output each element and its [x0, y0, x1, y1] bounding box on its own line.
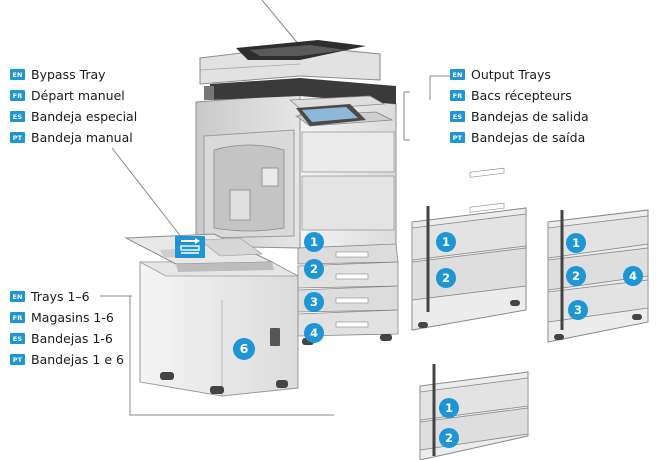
label-text: Bandejas de saída — [471, 130, 586, 145]
label-text: Bandeja manual — [31, 130, 133, 145]
callout-number: 1 — [572, 236, 580, 250]
callout-number: 2 — [445, 431, 453, 445]
trays-label-pt: PT Bandejas 1 e 6 — [10, 349, 124, 370]
language-badge: ES — [450, 111, 465, 122]
leader-lines — [100, 0, 452, 416]
callout-number: 4 — [310, 326, 318, 340]
language-badge: FR — [450, 90, 465, 101]
callout-number: 2 — [442, 271, 450, 285]
bypass-tray-label-es: ES Bandeja especial — [10, 106, 137, 127]
bypass-tray-label-pt: PT Bandeja manual — [10, 127, 137, 148]
callout-number: 1 — [442, 235, 450, 249]
callout-number: 3 — [310, 295, 318, 309]
callout-layer: 1 2 3 4 6 1 2 1 2 3 4 1 2 — [233, 232, 643, 448]
callout-number: 4 — [629, 269, 637, 283]
callout-option-b-3: 3 — [568, 300, 588, 320]
tray-option-a — [411, 167, 527, 331]
language-badge: EN — [450, 69, 465, 80]
label-text: Output Trays — [471, 67, 551, 82]
label-text: Bandejas 1-6 — [31, 331, 113, 346]
callout-option-b-2: 2 — [566, 266, 586, 286]
language-badge: ES — [10, 333, 25, 344]
label-text: Bandejas 1 e 6 — [31, 352, 124, 367]
callout-number: 6 — [240, 341, 249, 356]
callout-option-b-1: 1 — [566, 233, 586, 253]
callout-number: 3 — [574, 303, 582, 317]
language-badge: ES — [10, 111, 25, 122]
language-badge: FR — [10, 90, 25, 101]
label-text: Magasins 1-6 — [31, 310, 114, 325]
bypass-tray-label-en: EN Bypass Tray — [10, 64, 137, 85]
callout-tray-6: 6 — [233, 338, 255, 360]
callout-option-a-2: 2 — [436, 268, 456, 288]
tray-option-c — [419, 364, 529, 460]
language-badge: PT — [450, 132, 465, 143]
label-text: Bandeja especial — [31, 109, 138, 124]
language-badge: PT — [10, 132, 25, 143]
bypass-tray-label-fr: FR Départ manuel — [10, 85, 137, 106]
callout-main-tray-1: 1 — [304, 232, 324, 252]
callout-number: 1 — [445, 401, 453, 415]
callout-number: 2 — [310, 262, 318, 276]
output-trays-label-en: EN Output Trays — [450, 64, 589, 85]
trays-label-fr: FR Magasins 1-6 — [10, 307, 124, 328]
language-badge: PT — [10, 354, 25, 365]
callout-option-b-4: 4 — [623, 266, 643, 286]
output-trays-label-es: ES Bandejas de salida — [450, 106, 589, 127]
label-text: Bandejas de salida — [471, 109, 589, 124]
language-badge: FR — [10, 312, 25, 323]
label-text: Départ manuel — [31, 88, 125, 103]
trays-label-es: ES Bandejas 1-6 — [10, 328, 124, 349]
callout-option-c-1: 1 — [439, 398, 459, 418]
callout-option-c-2: 2 — [439, 428, 459, 448]
callout-main-tray-4: 4 — [304, 323, 324, 343]
callout-number: 2 — [572, 269, 580, 283]
callout-number: 1 — [310, 235, 318, 249]
language-badge: EN — [10, 291, 25, 302]
callout-option-a-1: 1 — [436, 232, 456, 252]
label-text: Trays 1–6 — [31, 289, 90, 304]
callout-main-tray-2: 2 — [304, 259, 324, 279]
output-trays-label-fr: FR Bacs récepteurs — [450, 85, 589, 106]
main-printer — [124, 40, 399, 397]
output-trays-label-pt: PT Bandejas de saída — [450, 127, 589, 148]
label-text: Bypass Tray — [31, 67, 106, 82]
language-badge: EN — [10, 69, 25, 80]
trays-label-en: EN Trays 1–6 — [10, 286, 124, 307]
callout-main-tray-3: 3 — [304, 292, 324, 312]
label-text: Bacs récepteurs — [471, 88, 572, 103]
paper-feed-arrow-icon — [175, 236, 205, 258]
